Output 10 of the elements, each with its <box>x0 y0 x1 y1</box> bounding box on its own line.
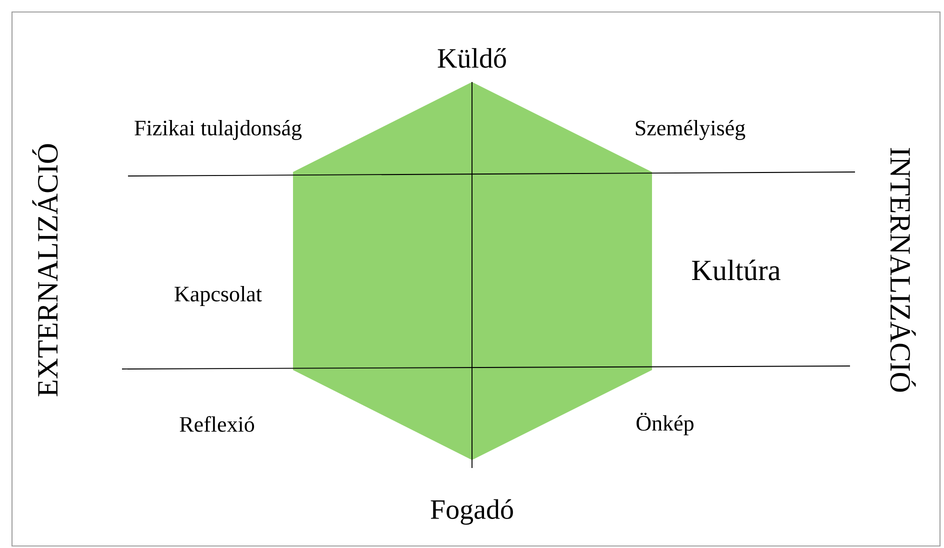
label: Önkép <box>636 412 694 436</box>
label: Személyiség <box>636 120 746 140</box>
label: Küldő <box>438 48 506 68</box>
label: Reflexió <box>180 416 254 432</box>
label: Kultúra <box>692 260 780 280</box>
label: Fizikai tulajdonság <box>134 120 302 140</box>
label: EXTERNALIZÁCIÓ <box>32 144 58 396</box>
label: Fogadó <box>430 499 513 525</box>
label: Kapcsolat <box>174 286 262 306</box>
label: INTERNALIZÁCIÓ <box>890 148 916 392</box>
